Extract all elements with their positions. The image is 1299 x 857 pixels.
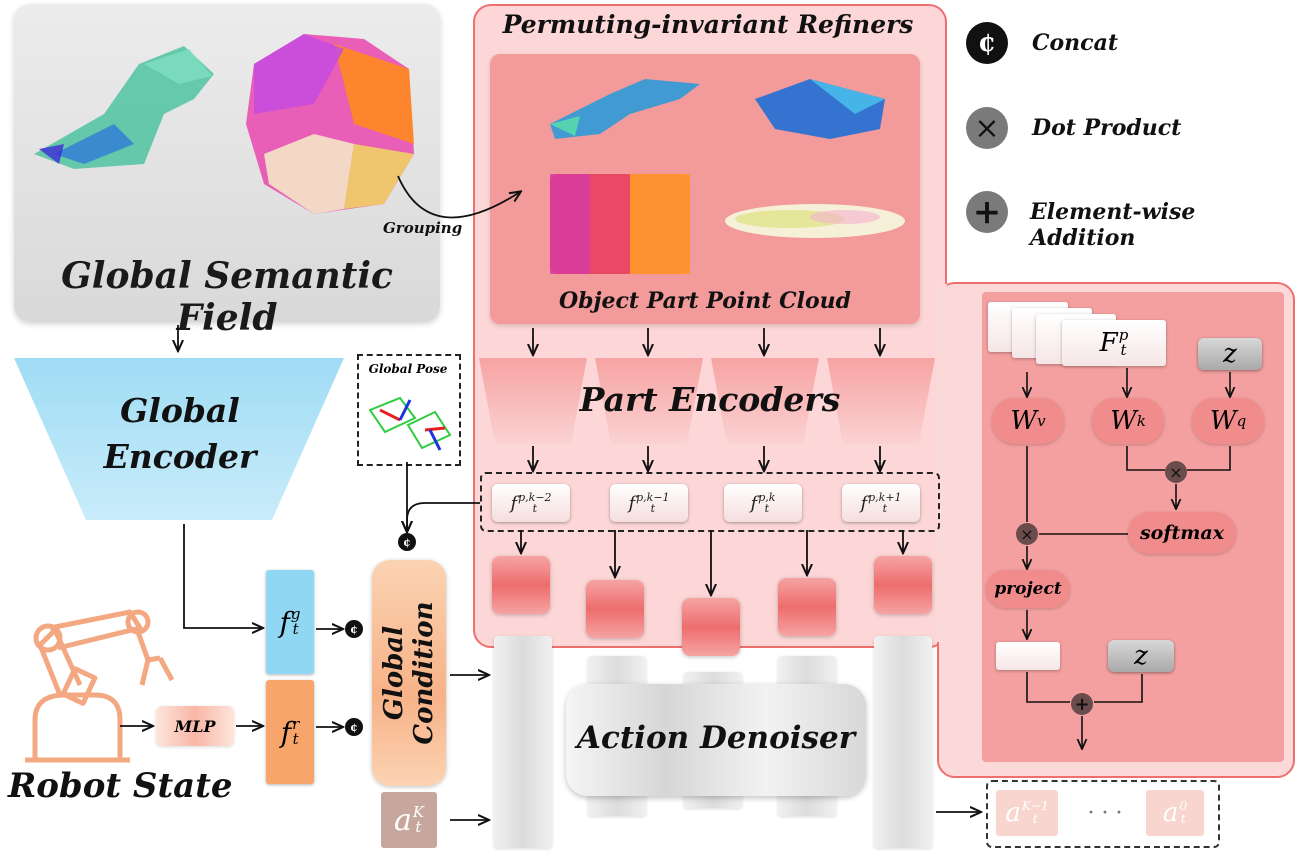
concat-icon-global: ¢ <box>345 620 363 638</box>
addition-icon: + <box>966 191 1008 233</box>
global-pose-label: Global Pose <box>368 362 448 376</box>
concat-icon-pose: ¢ <box>398 533 416 551</box>
global-encoder-shape <box>14 358 344 520</box>
semantic-point-clouds <box>34 34 414 214</box>
refined-token-1 <box>492 556 550 614</box>
point-cloud-body <box>246 34 414 214</box>
grouping-label: Grouping <box>383 219 463 237</box>
refiners-title: Permuting-invariant Refiners <box>502 10 914 39</box>
point-cloud-handle <box>34 46 214 169</box>
global-encoder-line1: Global <box>120 391 240 430</box>
part-features-group <box>480 472 940 532</box>
svg-text:×: × <box>1020 525 1033 544</box>
concat-icon-robot: ¢ <box>345 718 363 736</box>
part-cloud-label: Object Part Point Cloud <box>558 288 852 314</box>
project-node: project <box>986 570 1070 608</box>
global-encoder-line2: Encoder <box>103 437 257 476</box>
global-condition-label: Global Condition <box>379 601 439 745</box>
output-actions-group <box>986 780 1220 848</box>
panel-join <box>937 284 947 642</box>
attention-wiring: × × + <box>1016 368 1284 762</box>
legend-dot-label: Dot Product <box>1032 115 1182 141</box>
part-encoders-label: Part Encoders <box>579 380 841 419</box>
projected-feature-box <box>996 642 1060 670</box>
part-encoder-1 <box>479 358 587 444</box>
robot-arm-icon <box>25 609 175 763</box>
query-token-box: z <box>1198 338 1262 370</box>
part-encoder-shapes <box>479 358 935 444</box>
robot-state-label: Robot State <box>8 766 233 806</box>
concat-icon: ¢ <box>966 22 1008 64</box>
refined-token-3 <box>682 598 740 656</box>
denoiser-bar-1 <box>494 636 552 848</box>
denoiser-bar-5 <box>874 636 932 848</box>
part-cloud-4 <box>725 204 905 238</box>
refined-token-2 <box>586 580 644 638</box>
part-encoder-3 <box>711 358 819 444</box>
part-cloud-3 <box>550 174 690 274</box>
dot-product-icon: × <box>966 107 1008 149</box>
residual-token-box: z <box>1108 640 1174 672</box>
action-denoiser-label: Action Denoiser <box>576 720 856 756</box>
part-cloud-1 <box>550 79 700 139</box>
svg-text:×: × <box>1169 463 1182 482</box>
part-encoder-2 <box>595 358 703 444</box>
global-encoder-label: Global Encoder <box>70 388 290 480</box>
part-point-clouds <box>550 79 905 274</box>
legend-add-label: Element-wise Addition <box>1030 199 1196 251</box>
svg-text:+: + <box>1074 694 1089 715</box>
part-cloud-2 <box>755 79 885 139</box>
global-pose-icon <box>368 396 452 451</box>
action-denoiser-core <box>566 684 866 796</box>
refined-token-5 <box>874 556 932 614</box>
global-semantic-field-title: Global Semantic Field <box>61 255 393 339</box>
refined-token-4 <box>778 578 836 636</box>
mlp-box: MLP <box>156 706 234 746</box>
part-encoder-4 <box>827 358 935 444</box>
legend-concat-label: Concat <box>1032 30 1118 56</box>
global-condition-block <box>372 560 446 786</box>
softmax-node: softmax <box>1128 512 1236 554</box>
output-actions-ellipsis: · · · <box>1087 800 1123 826</box>
